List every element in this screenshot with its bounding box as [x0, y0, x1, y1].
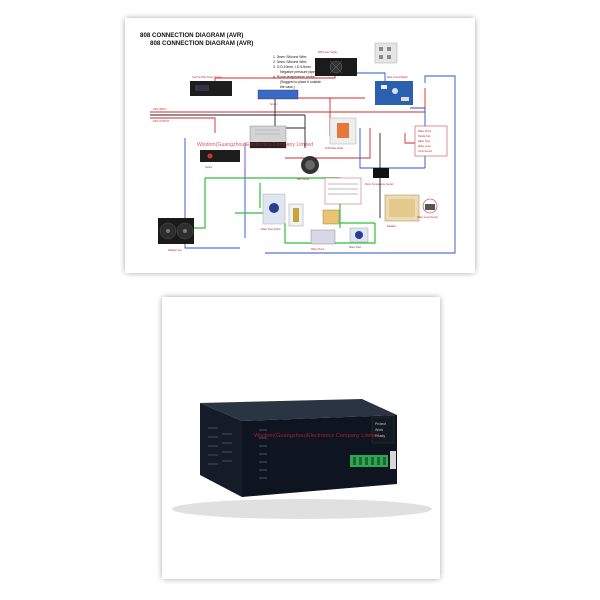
legend-item: Temp Sensor — [418, 150, 432, 153]
solid-state-relay: Solid State Relay — [325, 117, 357, 150]
note-line: 4. Room temperature probe; — [273, 75, 316, 79]
switching-psu — [249, 125, 287, 149]
room-temp-probe: Room Temperature Sensor — [365, 168, 394, 186]
note-line: 3. O.D 10mm, I.D 6.5mm — [273, 65, 311, 69]
ac-input-label: 220V INPUT — [153, 108, 167, 111]
panel-label-protect: Protect — [375, 422, 386, 426]
water-flow-label: Water Flow Switch — [261, 228, 281, 231]
connection-diagram: 808 CONNECTION DIAGRAM (AVR) 808 CONNECT… — [125, 18, 475, 273]
radiator-label: Radiator — [387, 225, 396, 228]
legend-item: Water Pump — [418, 130, 432, 133]
switch: Switch — [200, 150, 240, 169]
note-line: the case.) — [280, 85, 295, 89]
note-line: (Suggest to place it outside — [280, 80, 321, 84]
power-supply-illustration: Protect Work Ready Wisdom(Guangzhou)Elec… — [162, 297, 440, 579]
handle-label: 808 Handle — [297, 178, 310, 181]
main-control-board: Main Control Board — [375, 76, 413, 105]
radiator: Radiator — [384, 194, 420, 228]
water-pump-label: Water Pump — [311, 248, 325, 251]
water-level-note — [324, 177, 362, 205]
note-line: 1. 3mm² Silicone Wire; — [273, 55, 307, 59]
ssr-label: Solid State Relay — [325, 147, 344, 150]
diagram-title-2: 808 CONNECTION DIAGRAM (AVR) — [150, 40, 253, 47]
vent-slots-front — [259, 429, 267, 479]
legend-item: Water Level — [418, 145, 431, 148]
water-level-label: Water Level Sensor — [417, 216, 438, 219]
diagram-watermark: Wisdom(Guangzhou)Electronics Company Lim… — [197, 142, 313, 148]
water-pump: Water Pump — [310, 229, 336, 251]
water-filter-2: Water Filter — [349, 227, 369, 249]
note-line: 2. 3mm² Silicone Wire; — [273, 60, 307, 64]
fan-label: Radiator Fan — [168, 249, 182, 252]
connection-diagram-card: 808 CONNECTION DIAGRAM (AVR) 808 CONNECT… — [125, 18, 475, 273]
pin-legend: Water Pump Handle Fan Water Flow Water L… — [414, 125, 448, 157]
water-filter-label: Water Filter — [349, 246, 361, 249]
legend-item: Handle Fan — [418, 135, 431, 138]
handle-connector: 808 Handle — [297, 156, 319, 181]
legend-item: Water Flow — [418, 140, 430, 143]
main-board-label: Main Control Board — [387, 76, 408, 79]
screen: Screen — [257, 89, 299, 106]
water-filter — [288, 203, 304, 227]
note-line: Negative pressure pipe; — [280, 70, 316, 74]
screen-label: Screen — [270, 103, 278, 106]
diagram-title-1: 808 CONNECTION DIAGRAM (AVR) — [140, 32, 243, 39]
indicator-panel: Protect Work Ready — [371, 416, 395, 444]
panel-label-work: Work — [375, 428, 383, 432]
psu-808: 808 Power Supply — [315, 51, 357, 76]
water-level-sensor: Water Level Sensor — [417, 198, 438, 219]
vent-slots-left — [208, 427, 232, 465]
photo-watermark: Wisdom(Guangzhou)Electronics Company Lim… — [254, 433, 379, 439]
terminal-block — [350, 451, 396, 469]
water-tank — [322, 209, 340, 225]
temp-probe-label: Room Temperature Sensor — [365, 183, 394, 186]
ac-output-label: 220V OUTPUT — [153, 120, 170, 123]
water-flow-switch: Water Flow Switch — [261, 193, 286, 231]
switch-label: Switch — [205, 166, 213, 169]
psu-touch: Touch & PSU Power Supply — [190, 76, 232, 96]
psu-touch-label: Touch & PSU Power Supply — [192, 76, 222, 79]
diagram-notes: 1. 3mm² Silicone Wire; 2. 3mm² Silicone … — [273, 55, 321, 89]
panel-label-ready: Ready — [375, 434, 385, 438]
psu-808-label: 808 Power Supply — [318, 51, 338, 54]
radiator-fan: Radiator Fan — [158, 218, 194, 252]
relay-module — [374, 42, 398, 64]
product-photo-card: Protect Work Ready Wisdom(Guangzhou)Elec… — [162, 297, 440, 579]
